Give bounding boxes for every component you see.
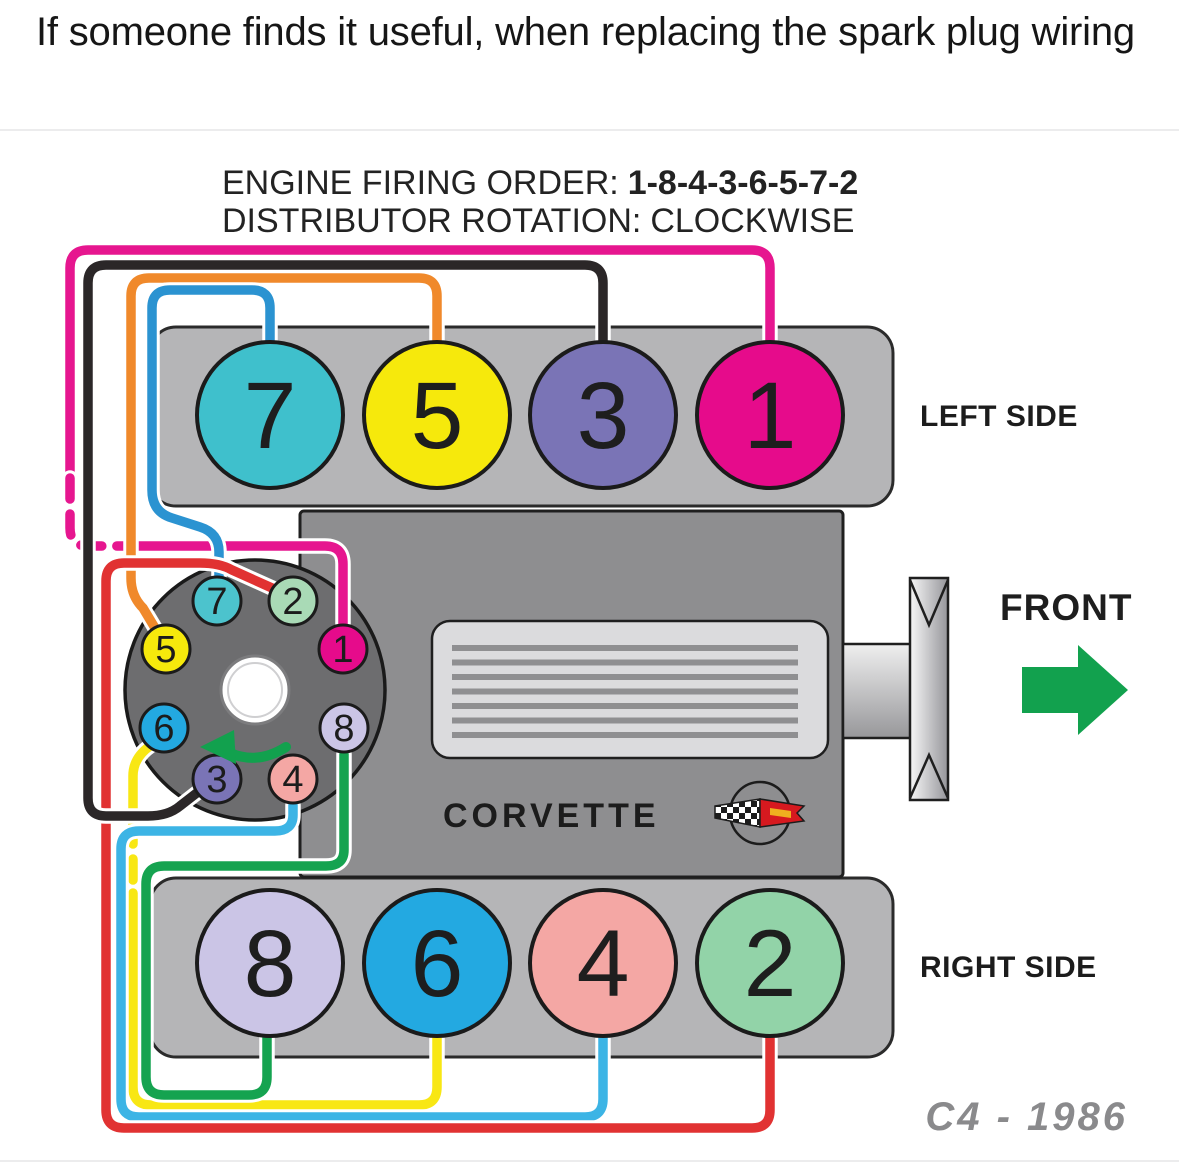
- corvette-emblem: [714, 780, 806, 846]
- terminal-4-circle: [267, 753, 319, 805]
- wire-6-to-plug: [128, 888, 442, 1110]
- distributor-terminal-6: 6: [138, 702, 190, 754]
- emblem-bowtie-icon: [770, 808, 791, 818]
- rotation-arrow-icon: [200, 730, 291, 764]
- rotation-value: CLOCKWISE: [650, 202, 854, 240]
- plug-2-circle: [695, 888, 845, 1038]
- terminal-5-circle: [140, 623, 192, 675]
- wire-cylinder-4: [113, 797, 611, 1125]
- distributor-terminal-5: 5: [140, 623, 192, 675]
- wire-1-to-terminal: [133, 541, 348, 629]
- plug-7-number: 7: [244, 363, 297, 469]
- wire-cylinder-7: [144, 282, 278, 588]
- wire-1-top-arc: [65, 245, 775, 483]
- rotation-label: DISTRIBUTOR ROTATION:: [222, 202, 641, 240]
- plug-3-number: 3: [577, 363, 630, 469]
- crank-shaft: [841, 642, 915, 740]
- firing-order-value: 1-8-4-3-6-5-7-2: [628, 164, 859, 202]
- plug-5-circle: [362, 340, 512, 490]
- plug-7: 7: [195, 340, 345, 490]
- left-bank-plugs: 7 5 3 1: [195, 340, 845, 490]
- wire-cylinder-3: [80, 257, 611, 824]
- caption: If someone finds it useful, when replaci…: [36, 10, 1135, 54]
- pulley-grooves: [908, 579, 950, 799]
- plug-3-circle: [528, 340, 678, 490]
- model-year-label: C4 - 1986: [925, 1095, 1128, 1139]
- wire-6-from-terminal: [128, 741, 155, 828]
- pulley-body: [908, 576, 950, 802]
- plug-3: 3: [528, 340, 678, 490]
- terminal-7-number: 7: [206, 581, 227, 623]
- distributor-terminal-2: 2: [267, 575, 319, 627]
- plug-4-circle: [528, 888, 678, 1038]
- plug-8-number: 8: [244, 911, 297, 1017]
- firing-order-label: ENGINE FIRING ORDER:: [222, 164, 619, 202]
- terminal-6-circle: [138, 702, 190, 754]
- right-side-label: RIGHT SIDE: [920, 951, 1097, 984]
- terminal-1-number: 1: [332, 629, 353, 671]
- left-side-label: LEFT SIDE: [920, 400, 1078, 433]
- wire-2-path: [101, 558, 775, 1133]
- plug-6: 6: [362, 888, 512, 1038]
- rotation-arrow-head: [200, 730, 236, 764]
- distributor-terminal-8: 8: [318, 702, 370, 754]
- distributor-cap: 7 2 5 1 6 8 3 4: [138, 575, 370, 805]
- terminal-4-number: 4: [282, 759, 303, 801]
- plug-1-circle: [695, 340, 845, 490]
- firing-order-line: ENGINE FIRING ORDER:1-8-4-3-6-5-7-2: [222, 164, 858, 202]
- terminal-5-number: 5: [155, 629, 176, 671]
- wire-4-path: [116, 800, 608, 1122]
- plug-1: 1: [695, 340, 845, 490]
- plug-1-number: 1: [744, 363, 797, 469]
- distributor-center-hub-inner: [227, 662, 283, 718]
- right-bank-plugs: 8 6 4 2: [195, 888, 845, 1038]
- plug-2: 2: [695, 888, 845, 1038]
- intake-cover: [430, 619, 830, 760]
- plug-4-number: 4: [577, 911, 630, 1017]
- pulley: [908, 576, 950, 802]
- rotation-line: DISTRIBUTOR ROTATION:CLOCKWISE: [222, 202, 854, 240]
- intake-ribs: [452, 645, 798, 738]
- terminal-1-circle: [317, 623, 369, 675]
- wire-8-path: [141, 749, 349, 1100]
- plug-4: 4: [528, 888, 678, 1038]
- terminal-8-number: 8: [333, 708, 354, 750]
- distributor-terminal-4: 4: [267, 753, 319, 805]
- wire-cylinder-5: [123, 270, 445, 641]
- terminal-7-circle: [191, 575, 243, 627]
- distributor-terminal-7: 7: [191, 575, 243, 627]
- distributor-terminal-1: 1: [317, 623, 369, 675]
- wire-cylinder-8: [138, 746, 352, 1103]
- terminal-3-number: 3: [206, 759, 227, 801]
- wire-3-path: [83, 260, 608, 821]
- plug-8: 8: [195, 888, 345, 1038]
- terminal-8-circle: [318, 702, 370, 754]
- plug-6-number: 6: [411, 911, 464, 1017]
- plug-5-number: 5: [411, 363, 464, 469]
- front-arrow-icon: [1022, 645, 1128, 735]
- plug-7-circle: [195, 340, 345, 490]
- terminal-2-circle: [267, 575, 319, 627]
- front-label: FRONT: [1000, 587, 1132, 628]
- wire-7-path: [147, 285, 275, 585]
- brand-wordmark: CORVETTE: [443, 797, 660, 835]
- wire-cylinder-2: [98, 555, 778, 1136]
- terminal-2-number: 2: [282, 581, 303, 623]
- wire-5-path: [126, 273, 442, 638]
- plug-8-circle: [195, 888, 345, 1038]
- terminal-6-number: 6: [153, 708, 174, 750]
- plug-5: 5: [362, 340, 512, 490]
- plug-6-circle: [362, 888, 512, 1038]
- plug-2-number: 2: [744, 911, 797, 1017]
